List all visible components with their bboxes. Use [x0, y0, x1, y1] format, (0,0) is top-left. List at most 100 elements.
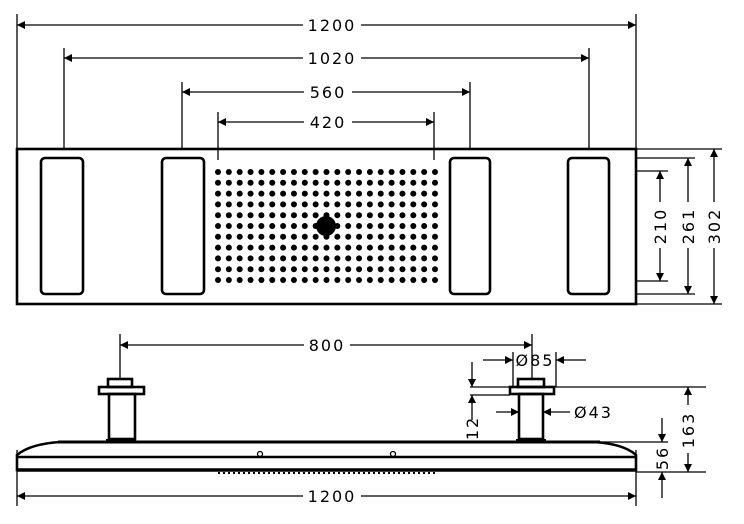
- dim-420: 420: [218, 112, 434, 132]
- nozzle: [432, 223, 438, 229]
- nozzle: [312, 212, 319, 219]
- nozzle: [410, 277, 417, 283]
- nozzle: [334, 255, 341, 262]
- nozzle: [280, 190, 287, 197]
- nozzle: [301, 255, 308, 262]
- nozzle: [366, 179, 373, 186]
- nozzle: [312, 244, 319, 251]
- nozzle: [215, 201, 221, 208]
- nozzle: [269, 233, 276, 240]
- nozzle: [399, 266, 406, 273]
- nozzle: [247, 201, 254, 208]
- nozzle: [269, 277, 276, 283]
- nozzle: [421, 201, 428, 208]
- connection-left: [97, 377, 146, 443]
- dim-diameter-85: Ø85: [483, 351, 586, 370]
- nozzle: [258, 223, 265, 229]
- nozzle: [301, 233, 308, 240]
- nozzle: [280, 255, 287, 262]
- nozzle: [345, 223, 352, 229]
- nozzle: [290, 169, 297, 175]
- nozzle: [410, 212, 417, 219]
- nozzle: [290, 277, 297, 283]
- nozzle: [269, 212, 276, 219]
- nozzle: [421, 169, 428, 175]
- nozzle: [421, 233, 428, 240]
- nozzle: [399, 277, 406, 283]
- nozzle: [421, 244, 428, 251]
- nozzle: [280, 212, 287, 219]
- nozzle: [410, 244, 417, 251]
- nozzle: [377, 201, 384, 208]
- nozzle: [366, 223, 373, 229]
- nozzle: [366, 233, 373, 240]
- nozzle: [258, 266, 265, 273]
- nozzle: [236, 212, 243, 219]
- nozzle: [356, 179, 363, 186]
- nozzle: [410, 255, 417, 262]
- nozzle: [345, 277, 352, 283]
- dim-label-1200-bottom: 1200: [308, 487, 357, 506]
- nozzle: [290, 266, 297, 273]
- nozzle: [247, 223, 254, 229]
- nozzle: [345, 201, 352, 208]
- nozzle: [301, 179, 308, 186]
- nozzle: [312, 169, 319, 175]
- nozzle: [247, 277, 254, 283]
- nozzle: [312, 179, 319, 186]
- nozzle: [215, 255, 221, 262]
- nozzle: [247, 169, 254, 175]
- nozzle: [312, 255, 319, 262]
- nozzle: [388, 266, 395, 273]
- nozzle: [269, 223, 276, 229]
- nozzle: [236, 266, 243, 273]
- nozzle: [388, 277, 395, 283]
- nozzle: [215, 212, 221, 219]
- nozzle: [269, 190, 276, 197]
- nozzle: [421, 212, 428, 219]
- nozzle: [280, 266, 287, 273]
- nozzle: [323, 255, 330, 262]
- dim-label-420: 420: [310, 113, 347, 132]
- nozzle: [377, 255, 384, 262]
- dim-label-1200: 1200: [308, 16, 357, 35]
- nozzle: [280, 179, 287, 186]
- nozzle: [334, 190, 341, 197]
- nozzle: [301, 169, 308, 175]
- nozzle: [356, 233, 363, 240]
- nozzle: [356, 266, 363, 273]
- nozzle: [280, 244, 287, 251]
- nozzle: [215, 190, 221, 197]
- nozzle: [410, 190, 417, 197]
- nozzle: [388, 179, 395, 186]
- nozzle: [366, 190, 373, 197]
- nozzle: [345, 233, 352, 240]
- nozzle: [334, 179, 341, 186]
- dim-label-800: 800: [309, 336, 346, 355]
- nozzle: [301, 201, 308, 208]
- dim-label-163: 163: [679, 412, 698, 449]
- nozzle: [323, 277, 330, 283]
- nozzle: [312, 201, 319, 208]
- dim-label-302: 302: [705, 208, 724, 245]
- connection-right: [508, 377, 556, 443]
- dim-label-560: 560: [310, 83, 347, 102]
- nozzle: [258, 179, 265, 186]
- nozzle: [366, 244, 373, 251]
- nozzle: [377, 244, 384, 251]
- nozzle: [225, 255, 232, 262]
- nozzle: [388, 233, 395, 240]
- nozzle: [366, 277, 373, 283]
- nozzle: [377, 233, 384, 240]
- nozzle: [399, 201, 406, 208]
- nozzle: [345, 212, 352, 219]
- nozzle: [215, 223, 221, 229]
- nozzle: [290, 201, 297, 208]
- dim-label-diameter-85: Ø85: [516, 351, 555, 370]
- nozzle: [421, 179, 428, 186]
- nozzle: [258, 255, 265, 262]
- nozzle: [377, 190, 384, 197]
- nozzle: [410, 201, 417, 208]
- nozzle: [345, 190, 352, 197]
- nozzle: [280, 201, 287, 208]
